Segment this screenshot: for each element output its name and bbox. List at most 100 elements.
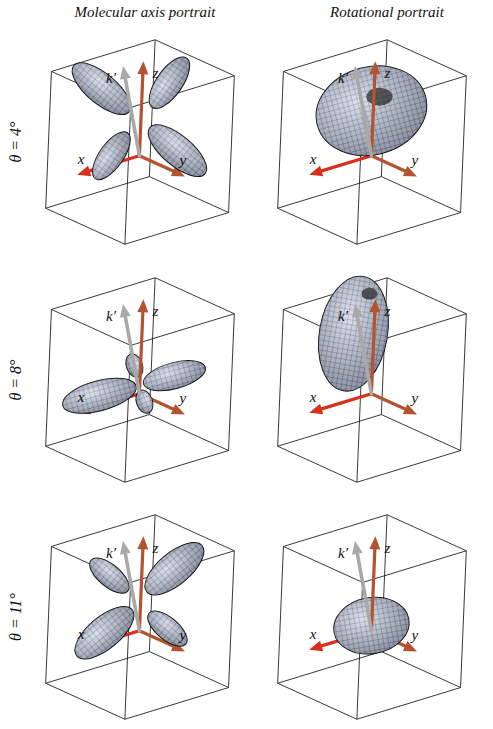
cube-edge xyxy=(381,177,460,213)
cube-edge xyxy=(363,551,467,583)
z-axis-arrow-head xyxy=(137,536,148,549)
k-vector-label: k′ xyxy=(338,70,348,85)
orbital-lobe xyxy=(67,597,143,668)
x-axis-arrow-shaft xyxy=(322,394,372,409)
rotational-surface-shading xyxy=(306,54,437,168)
surface-hole xyxy=(361,288,377,300)
cube-edge xyxy=(461,314,467,451)
z-axis-arrow-head xyxy=(137,61,148,74)
axis-label: x xyxy=(310,626,317,641)
orbital-lobe xyxy=(59,371,140,420)
column-heading: Rotational portrait xyxy=(330,5,444,20)
cube-edge xyxy=(46,546,52,683)
cube-edge xyxy=(278,415,382,447)
cube-edge xyxy=(46,446,125,482)
cube-edge xyxy=(125,107,131,244)
cube-edge xyxy=(46,309,52,446)
orbital-lobe xyxy=(142,605,193,653)
k-vector-label: k′ xyxy=(338,545,348,560)
axis-label: x xyxy=(78,626,85,641)
orbital-lobe xyxy=(86,126,138,186)
cube-edge xyxy=(461,76,467,213)
y-axis-arrow-shaft xyxy=(371,394,405,409)
z-axis-arrow-shaft xyxy=(139,549,142,630)
k-vector-arrow-head xyxy=(352,304,363,318)
cube-edge xyxy=(229,551,235,688)
cube-edge xyxy=(51,515,155,547)
k-vector-arrow-shaft xyxy=(125,317,139,394)
cube-edge xyxy=(278,208,357,244)
cube-edge xyxy=(357,451,461,483)
k-vector-arrow-head xyxy=(120,541,131,555)
portrait-panel xyxy=(46,515,235,719)
rotational-surface xyxy=(306,54,437,168)
portrait-panel xyxy=(278,515,467,719)
k-vector-label: k′ xyxy=(338,308,348,323)
cube-edge xyxy=(51,309,130,345)
cube-edge xyxy=(278,309,284,446)
row-angle-label: θ = 11° xyxy=(8,593,24,641)
z-axis-arrow-head xyxy=(369,536,380,549)
z-axis-arrow-head xyxy=(369,299,380,312)
cube-edge xyxy=(283,546,362,582)
cube-edge xyxy=(149,278,155,415)
cube-edge xyxy=(149,177,228,213)
axis-label: x xyxy=(310,151,317,166)
x-axis-arrow-shaft xyxy=(322,156,372,171)
orbital-lobe-shading xyxy=(140,355,209,397)
axis-label: y xyxy=(412,628,419,643)
k-vector-arrow-head xyxy=(352,541,363,555)
cube-edge xyxy=(149,652,228,688)
cube-edge xyxy=(46,415,150,447)
z-axis-arrow-shaft xyxy=(371,549,374,630)
cube-edge xyxy=(357,688,461,720)
k-vector-arrow-head xyxy=(120,66,131,80)
cube-edge xyxy=(155,278,234,314)
z-axis-arrow-head xyxy=(369,61,380,74)
axis-label: y xyxy=(180,153,187,168)
orbital-lobe-shading xyxy=(142,51,198,115)
cube-edge xyxy=(387,278,466,314)
orbital-lobe-shading xyxy=(142,605,193,653)
orbital-lobe-shading xyxy=(140,116,214,185)
x-axis-arrow-head xyxy=(309,166,323,177)
axis-label: z xyxy=(152,541,158,556)
axis-label: z xyxy=(384,541,390,556)
cube-edge xyxy=(125,213,229,245)
axis-label: x xyxy=(310,389,317,404)
k-vector-arrow-shaft xyxy=(125,554,139,631)
cube-edge xyxy=(46,683,125,719)
orbital-lobe-shading xyxy=(86,126,138,186)
cube-edge xyxy=(125,582,131,719)
k-vector-arrow-shaft xyxy=(125,79,139,156)
orbital-lobe-shading xyxy=(59,371,140,420)
row-angle-label: θ = 4° xyxy=(8,121,24,162)
cube-edge xyxy=(278,177,382,209)
cube-edge xyxy=(46,71,52,208)
x-axis-arrow-head xyxy=(309,641,323,652)
orbital-lobe xyxy=(140,116,214,185)
portrait-panel xyxy=(46,40,235,244)
cube-edge xyxy=(278,71,284,208)
z-axis-arrow-head xyxy=(137,299,148,312)
cube-edge xyxy=(51,40,155,72)
portrait-panel xyxy=(46,278,235,482)
cube-edge xyxy=(229,76,235,213)
axis-label: y xyxy=(180,391,187,406)
axis-label: x xyxy=(78,151,85,166)
cube-edge xyxy=(131,314,235,346)
axis-label: x xyxy=(78,389,85,404)
x-axis-arrow-head xyxy=(309,404,323,415)
cube-edge xyxy=(381,652,460,688)
cube-edge xyxy=(125,688,229,720)
rotational-surface-shading xyxy=(310,271,397,397)
orbital-lobe xyxy=(133,388,156,416)
x-axis-arrow-head xyxy=(77,166,91,177)
orbital-lobe-shading xyxy=(137,533,213,604)
orbital-lobe-shading xyxy=(133,388,156,416)
cube-edge xyxy=(278,546,284,683)
column-heading: Molecular axis portrait xyxy=(75,5,216,20)
cube-edge xyxy=(278,683,357,719)
axis-label: y xyxy=(180,628,187,643)
